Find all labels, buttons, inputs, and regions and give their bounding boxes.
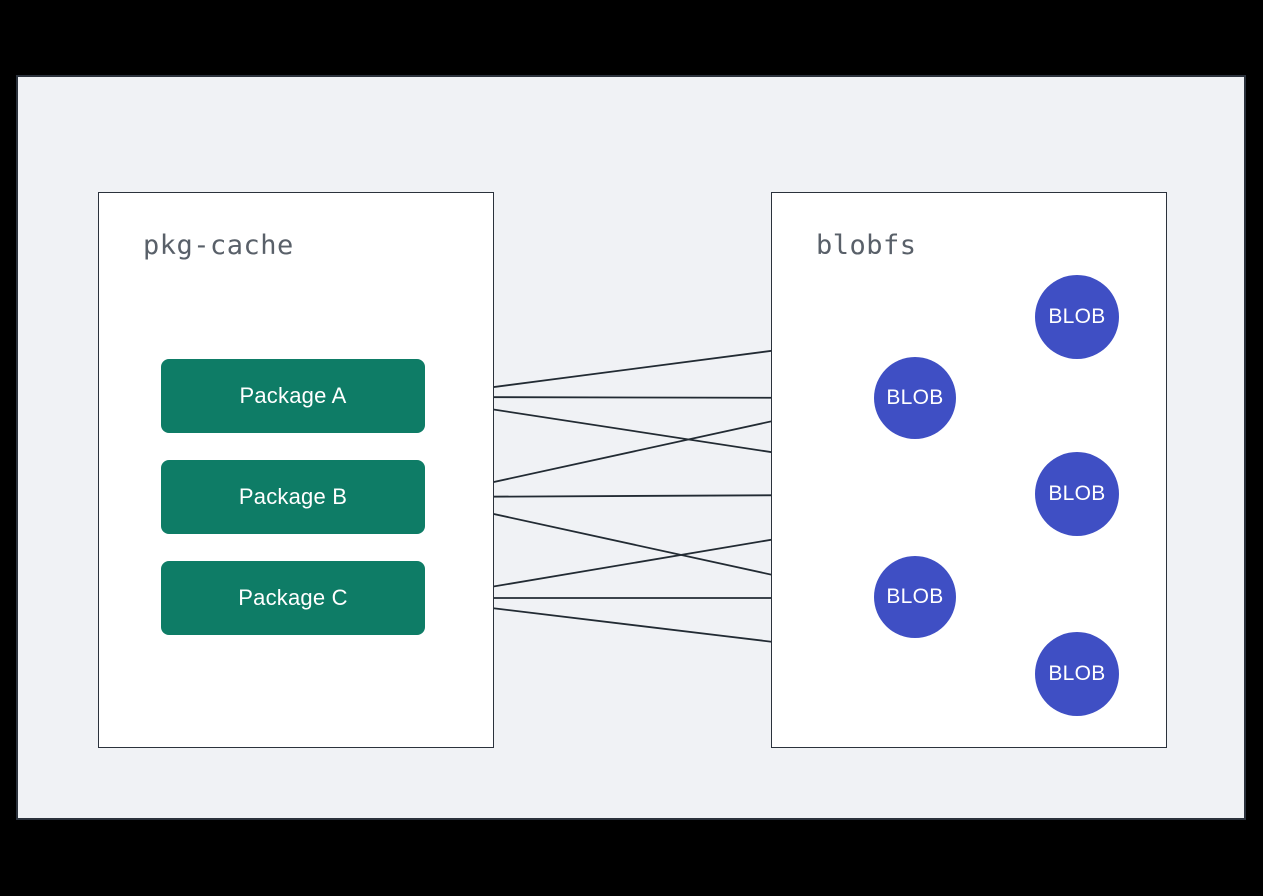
node-blob-5[interactable]: BLOB — [1035, 632, 1119, 716]
node-blob-1-label: BLOB — [1048, 305, 1106, 328]
node-package-b-label: Package B — [238, 484, 348, 509]
node-blob-3-label: BLOB — [1048, 482, 1106, 505]
container-title-blobfs: blobfs — [816, 230, 917, 261]
node-blob-1[interactable]: BLOB — [1035, 275, 1119, 359]
node-blob-4[interactable]: BLOB — [874, 556, 956, 638]
node-blob-5-label: BLOB — [1048, 662, 1106, 685]
node-package-c[interactable]: Package C — [161, 561, 425, 635]
node-blob-2-label: BLOB — [886, 386, 944, 409]
container-pkg-cache: pkg-cache — [98, 192, 494, 748]
node-blob-3[interactable]: BLOB — [1035, 452, 1119, 536]
node-package-a[interactable]: Package A — [161, 359, 425, 433]
node-package-a-label: Package A — [239, 383, 347, 408]
container-title-pkg-cache: pkg-cache — [143, 230, 294, 261]
diagram-canvas: pkg-cache blobfs Package A Package B Pac… — [16, 75, 1246, 820]
node-blob-2[interactable]: BLOB — [874, 357, 956, 439]
node-blob-4-label: BLOB — [886, 585, 944, 608]
node-package-c-label: Package C — [238, 585, 348, 610]
node-package-b[interactable]: Package B — [161, 460, 425, 534]
